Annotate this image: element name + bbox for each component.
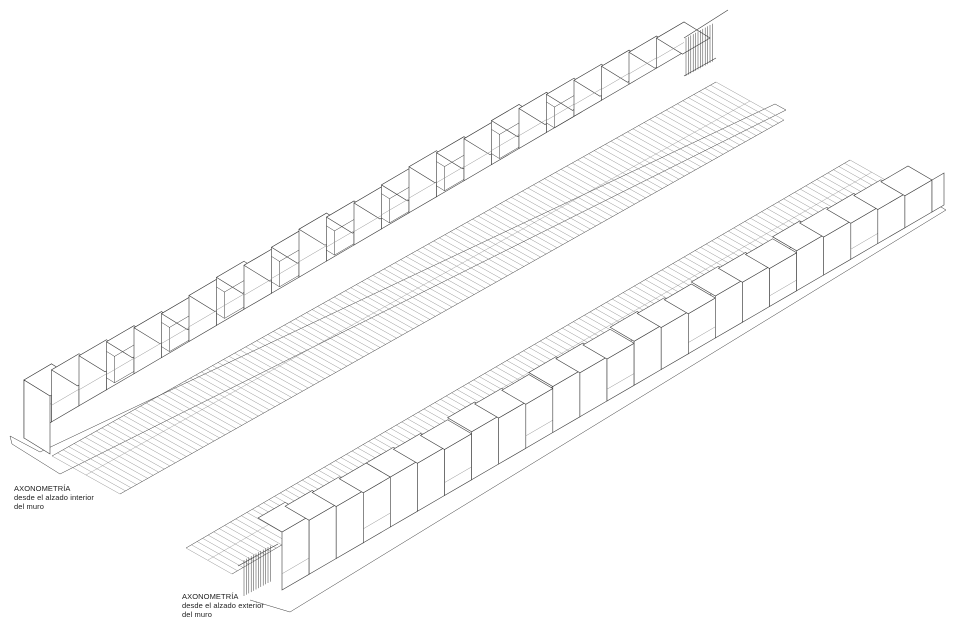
- caption-line: del muro: [182, 610, 212, 619]
- wall-ledge: [243, 279, 272, 296]
- floor-slat: [213, 531, 260, 558]
- wall-block-top: [744, 238, 798, 269]
- wall-ledge: [271, 262, 300, 279]
- floor-rail: [85, 100, 751, 476]
- wall-niche: [381, 193, 390, 224]
- floor-edge: [119, 119, 785, 495]
- floor-slat: [191, 544, 238, 571]
- wall-block-top: [880, 165, 933, 197]
- wall-ledge: [601, 73, 630, 90]
- floor-slat: [241, 515, 288, 542]
- wall-ledge: [216, 293, 245, 311]
- wall-ledge: [491, 134, 520, 151]
- wall-block-top: [419, 419, 473, 450]
- wall-niche: [161, 322, 170, 353]
- wall-plinth: [850, 233, 878, 250]
- ground-slab: [9, 103, 787, 475]
- wall-block-top: [663, 283, 716, 315]
- floor-slat: [185, 547, 233, 575]
- floor-slat: [235, 518, 282, 546]
- wall-axonometry-exterior: [185, 159, 947, 613]
- wall-plinth: [525, 420, 553, 437]
- floor-edge: [51, 81, 717, 457]
- wall-ledge: [546, 104, 575, 121]
- wall-ledge: [381, 198, 410, 215]
- wall-end-block: [931, 172, 945, 213]
- floor-slat: [202, 538, 249, 565]
- wall-ledge: [326, 230, 355, 248]
- wall-plinth: [444, 466, 472, 483]
- wall-ledge: [436, 166, 465, 183]
- wall-plinth: [363, 512, 391, 529]
- floor-edge: [185, 159, 851, 549]
- wall-plinth: [281, 557, 310, 574]
- caption-exterior-elevation: AXONOMETRÍA desde el alzado exterior del…: [182, 592, 264, 619]
- wall-niche: [436, 161, 445, 192]
- wall-ledge: [51, 389, 80, 406]
- wall-plinth: [688, 326, 716, 343]
- wall-ledge: [188, 310, 217, 327]
- wall-ledge: [106, 358, 135, 375]
- wall-ledge: [408, 181, 437, 199]
- wall-plinth: [769, 279, 797, 297]
- ground-slab: [249, 203, 947, 613]
- floor-slat: [219, 528, 266, 555]
- floor-slat: [196, 541, 244, 568]
- wall-ledge: [656, 42, 685, 59]
- wall-niche: [491, 129, 500, 160]
- caption-line: del muro: [14, 502, 44, 511]
- floor-slat: [230, 521, 277, 549]
- wall-ledge: [78, 373, 107, 390]
- wall-ledge: [133, 342, 162, 360]
- wall-end-block: [23, 379, 51, 455]
- wall-niche: [546, 101, 555, 129]
- wall-ledge: [628, 57, 657, 75]
- gate-rail: [683, 9, 729, 39]
- wall-ledge: [298, 245, 327, 262]
- wall-ledge: [463, 150, 492, 168]
- floor-slat: [224, 525, 271, 552]
- floor-slat: [207, 534, 255, 562]
- wall-ledge: [353, 215, 382, 232]
- caption-line: desde el alzado interior: [14, 493, 94, 502]
- caption-line: desde el alzado exterior: [182, 601, 265, 610]
- wall-plinth: [606, 373, 635, 390]
- wall-ledge: [518, 119, 547, 136]
- gate-rail: [683, 57, 717, 77]
- caption-title: AXONOMETRÍA: [182, 592, 239, 601]
- wall-niche: [326, 225, 335, 256]
- wall-ledge: [161, 327, 190, 344]
- caption-title: AXONOMETRÍA: [14, 484, 71, 493]
- wall-block-top: [582, 328, 635, 360]
- gate-rail: [237, 543, 279, 567]
- wall-block-top: [501, 374, 554, 405]
- wall-axonometry-interior: [9, 9, 787, 495]
- wall-ledge: [573, 88, 602, 105]
- caption-interior-elevation: AXONOMETRÍA desde el alzado interior del…: [14, 484, 94, 511]
- wall-niche: [271, 256, 280, 288]
